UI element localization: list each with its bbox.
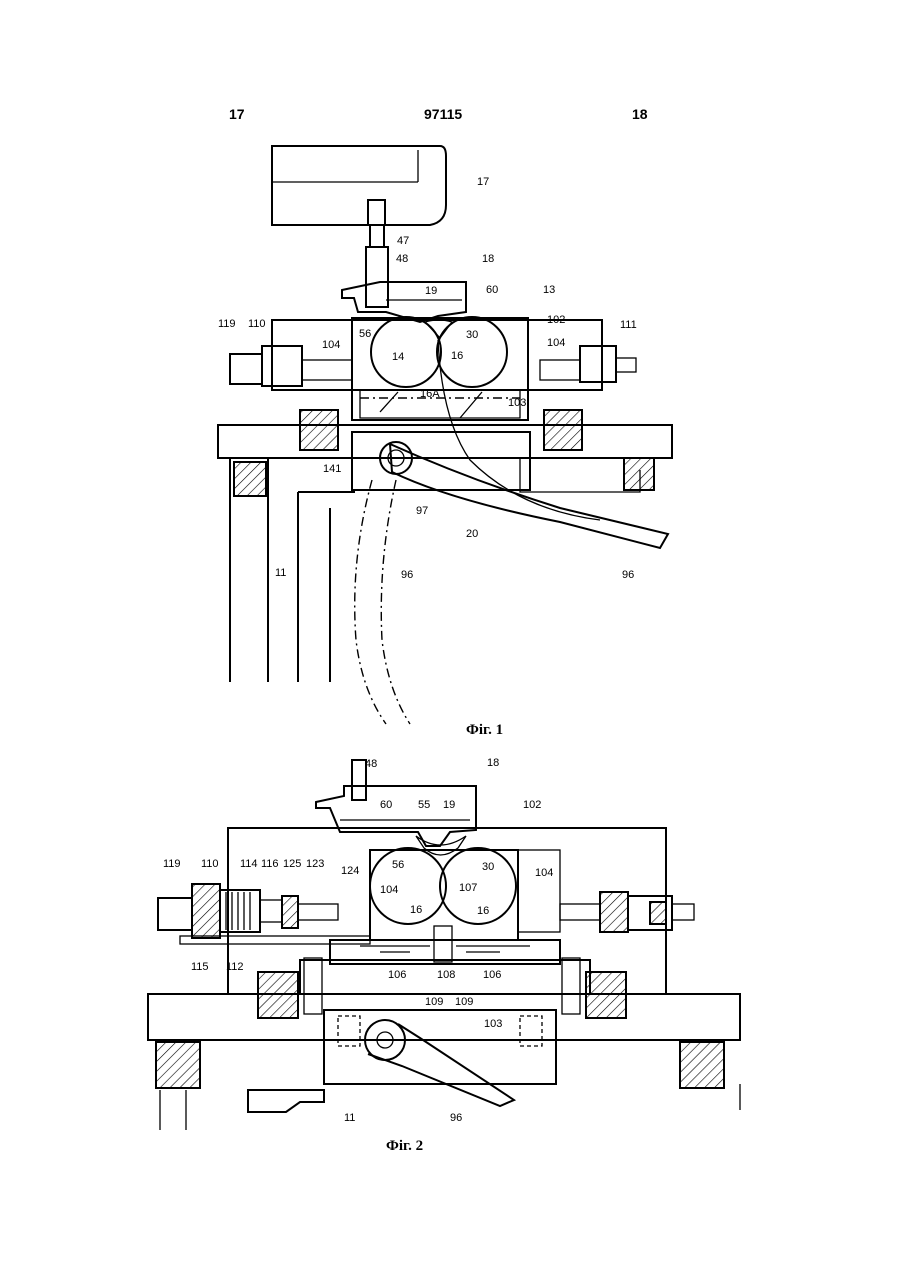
fig2-ref-124: 124 — [341, 865, 359, 877]
fig1-ref-19: 19 — [425, 285, 437, 297]
fig1-ref-111: 111 — [620, 319, 637, 331]
fig1-ref-96: 96 — [622, 569, 634, 581]
fig1-ref-11: 11 — [275, 567, 286, 579]
fig2-ref-104-right: 104 — [535, 867, 553, 879]
fig2-ref-55: 55 — [418, 799, 430, 811]
fig2-ref-19: 19 — [443, 799, 455, 811]
fig1-ref-96-dashed: 96 — [401, 569, 413, 581]
fig2-ref-115: 115 — [191, 961, 209, 973]
fig2-ref-104-left: 104 — [380, 884, 398, 896]
fig2-ref-103: 103 — [484, 1018, 502, 1030]
fig1-ref-119: 119 — [218, 318, 236, 330]
fig1-ref-16: 16 — [451, 350, 463, 362]
fig2-ref-114: 114 — [240, 858, 258, 870]
fig1-ref-110: 110 — [248, 318, 266, 330]
fig2-ref-16-right: 16 — [477, 905, 489, 917]
fig2-ref-11: 11 — [344, 1112, 355, 1124]
fig2-ref-112: 112 — [226, 961, 244, 973]
fig1-ref-20: 20 — [466, 528, 478, 540]
fig2-ref-96: 96 — [450, 1112, 462, 1124]
fig2-ref-106-left: 106 — [388, 969, 406, 981]
fig2-ref-16-left: 16 — [410, 904, 422, 916]
fig2-ref-18: 18 — [487, 757, 499, 769]
figure-2-caption: Фіг. 2 — [386, 1138, 423, 1154]
fig1-ref-13: 13 — [543, 284, 555, 296]
fig2-ref-125: 125 — [283, 858, 301, 870]
fig1-ref-97: 97 — [416, 505, 428, 517]
fig2-ref-109-left: 109 — [425, 996, 443, 1008]
fig2-ref-106-right: 106 — [483, 969, 501, 981]
fig2-ref-107: 107 — [459, 882, 477, 894]
fig1-ref-48: 48 — [396, 253, 408, 265]
fig1-ref-141: 141 — [323, 463, 341, 475]
figure-2-drawing: 48 18 60 55 19 102 56 30 119 110 114 116… — [148, 757, 740, 1154]
fig2-ref-30: 30 — [482, 861, 494, 873]
fig2-ref-123: 123 — [306, 858, 324, 870]
fig2-ref-110: 110 — [201, 858, 219, 870]
fig2-ref-48: 48 — [365, 758, 377, 770]
fig1-ref-30: 30 — [466, 329, 478, 341]
figure-1-caption: Фіг. 1 — [466, 722, 503, 738]
fig2-ref-116: 116 — [261, 858, 279, 870]
fig2-ref-119: 119 — [163, 858, 181, 870]
fig1-ref-17: 17 — [477, 176, 489, 188]
fig2-ref-56: 56 — [392, 859, 404, 871]
fig1-ref-16A: 16A — [420, 388, 440, 400]
fig1-ref-104-left: 104 — [322, 339, 340, 351]
fig1-ref-14: 14 — [392, 351, 404, 363]
fig1-ref-103: 103 — [508, 397, 526, 409]
fig1-ref-47: 47 — [397, 235, 409, 247]
fig1-ref-18: 18 — [482, 253, 494, 265]
fig2-ref-108: 108 — [437, 969, 455, 981]
figure-1-drawing: 17 47 48 18 19 60 13 102 119 110 111 56 … — [218, 146, 672, 738]
fig1-ref-56: 56 — [359, 328, 371, 340]
fig2-ref-60: 60 — [380, 799, 392, 811]
fig2-ref-109-right: 109 — [455, 996, 473, 1008]
fig1-ref-60: 60 — [486, 284, 498, 296]
fig1-ref-102: 102 — [547, 314, 565, 326]
fig2-ref-102: 102 — [523, 799, 541, 811]
fig1-ref-104-right: 104 — [547, 337, 565, 349]
